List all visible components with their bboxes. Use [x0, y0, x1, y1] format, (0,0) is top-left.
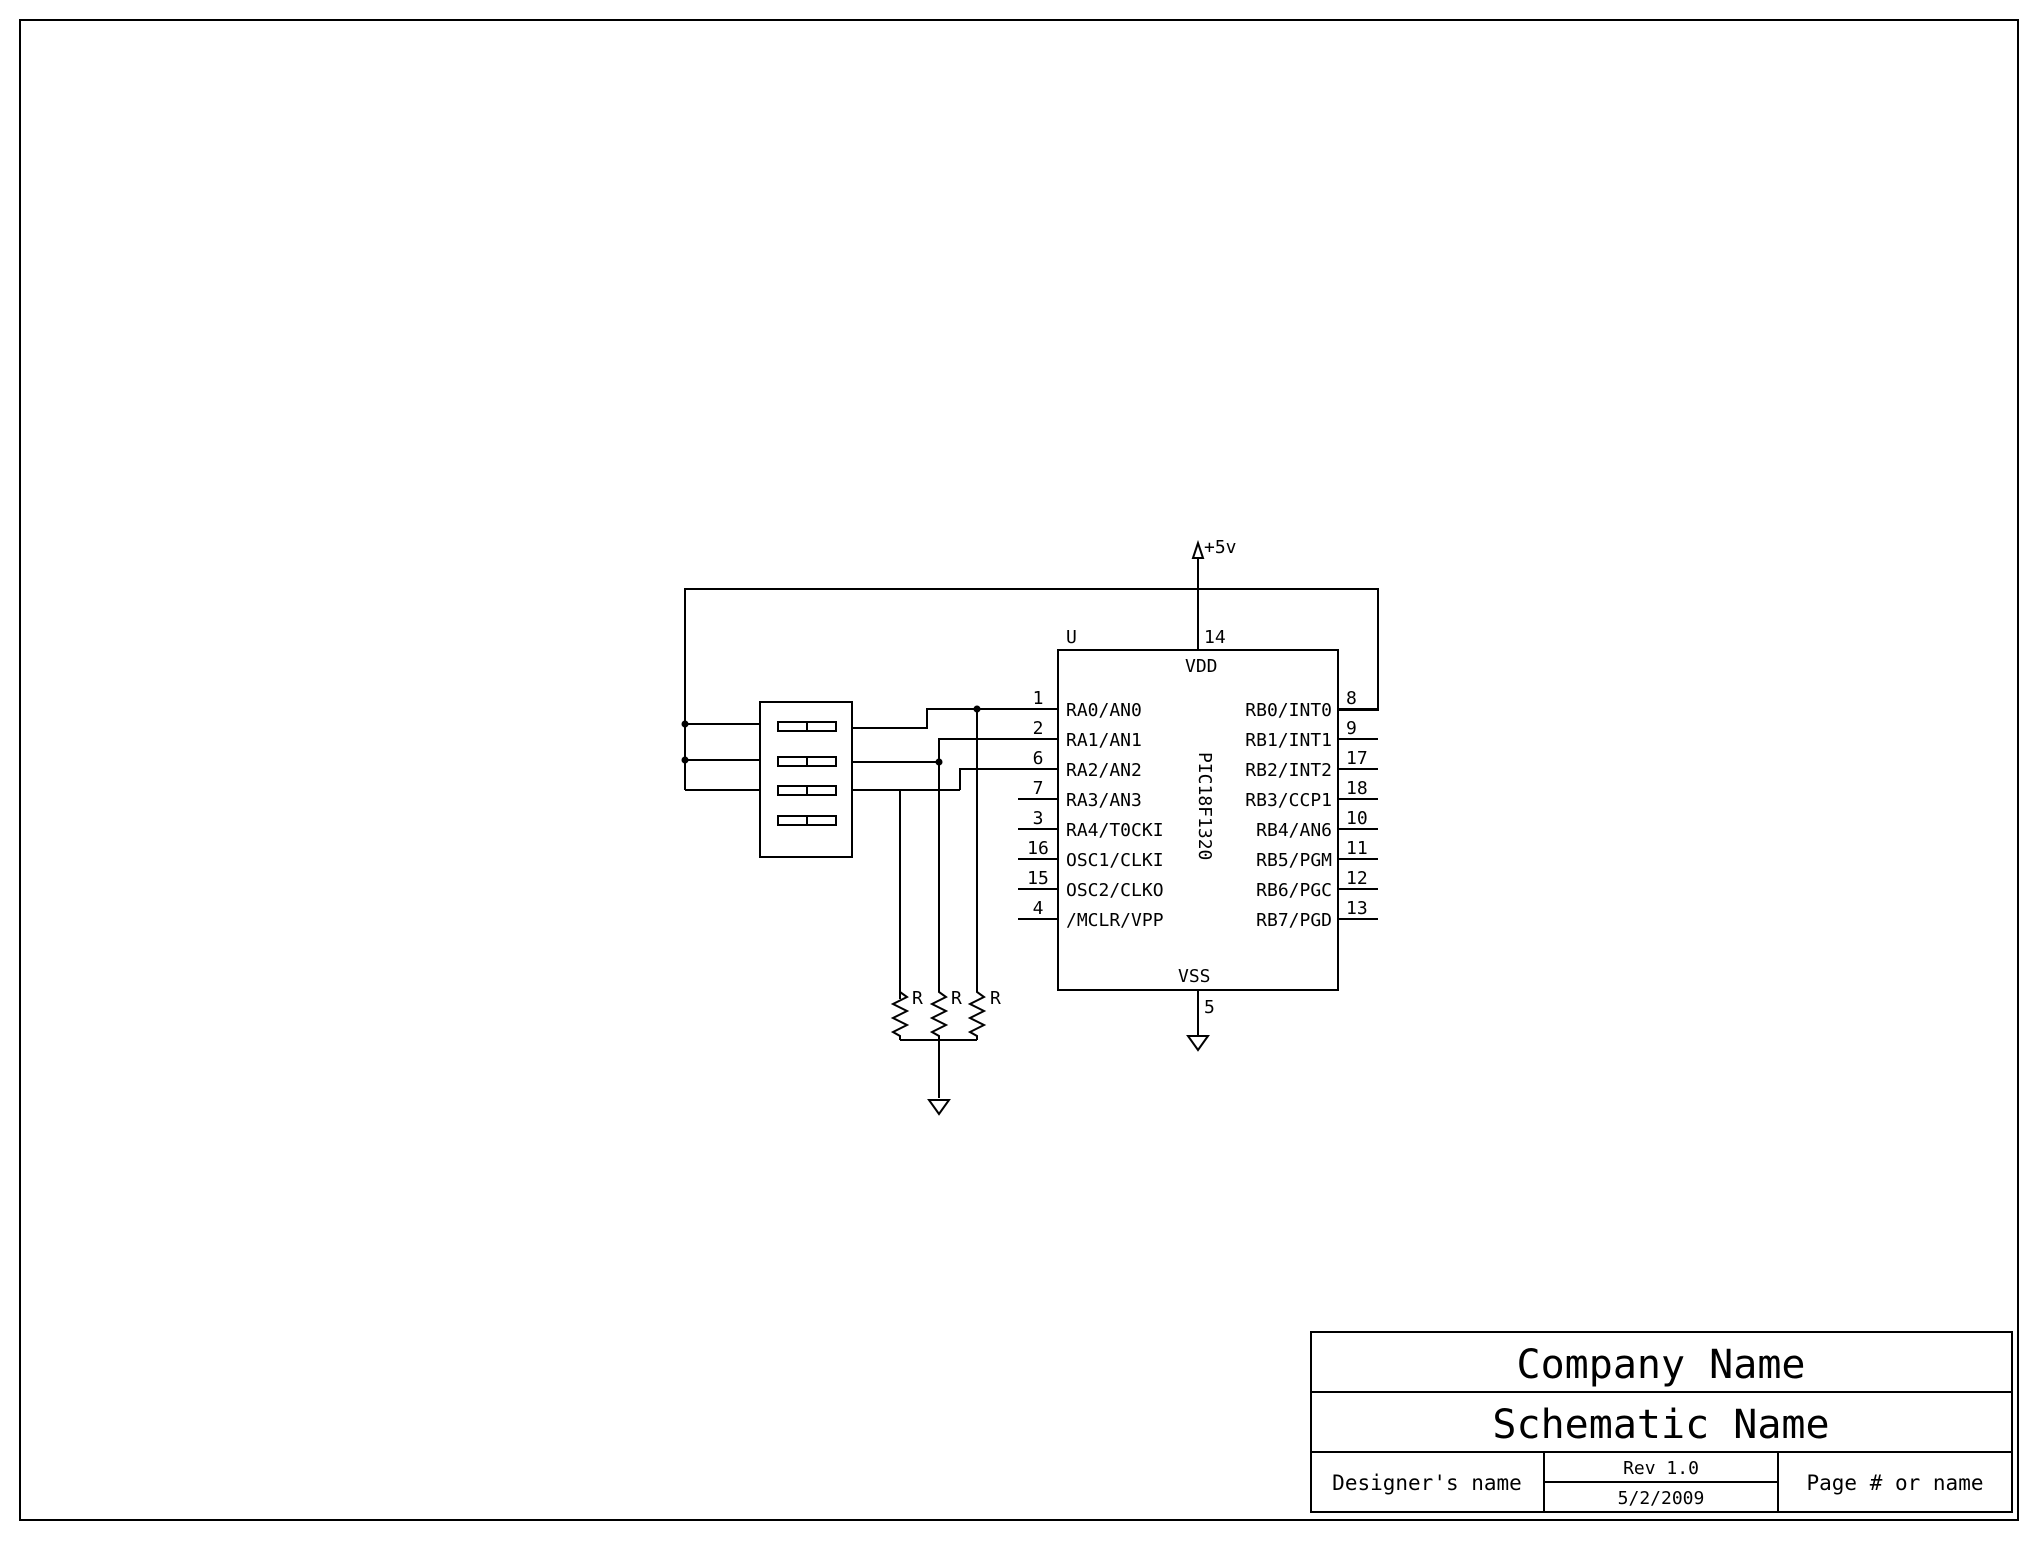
left-pin-label-0: RA0/AN0: [1066, 700, 1142, 721]
resistors: R R R: [890, 986, 1001, 1040]
supply-label: +5v: [1204, 537, 1237, 558]
wire-rb0-loop: [684, 588, 1379, 790]
resistor-ground-symbol: [927, 1099, 951, 1116]
schematic-name: Schematic Name: [1492, 1402, 1829, 1448]
left-pin-label-3: RA3/AN3: [1066, 790, 1142, 811]
left-pin-label-5: OSC1/CLKI: [1066, 850, 1164, 871]
right-pin-number-7: 13: [1346, 898, 1368, 919]
date: 5/2/2009: [1618, 1488, 1705, 1509]
left-pin-label-7: /MCLR/VPP: [1066, 910, 1164, 931]
sheet-border: [19, 19, 2019, 1521]
right-pin-number-4: 10: [1346, 808, 1368, 829]
left-pin-number-0: 1: [1033, 688, 1044, 709]
title-block: Company Name Schematic Name Designer's n…: [1310, 1331, 2013, 1513]
junction-dot: [681, 720, 689, 728]
chip-part-name: PIC18F1320: [1194, 752, 1215, 860]
junction-dot: [681, 756, 689, 764]
left-pin-number-2: 6: [1033, 748, 1044, 769]
chip-vss-label: VSS: [1178, 966, 1211, 987]
right-pin-number-3: 18: [1346, 778, 1368, 799]
resistor-middle: R: [929, 986, 962, 1040]
wire-ra1: [852, 738, 1018, 763]
resistor-middle-zigzag: [929, 986, 949, 1040]
revision: Rev 1.0: [1623, 1458, 1699, 1479]
vss-ground-symbol: [1186, 1035, 1210, 1052]
right-pin-label-3: RB3/CCP1: [1245, 790, 1332, 811]
connector: [759, 701, 853, 858]
vdd-supply-arrow: [1191, 539, 1205, 559]
right-pin-number-6: 12: [1346, 868, 1368, 889]
vdd-pin-number: 14: [1204, 627, 1226, 648]
connector-body: [759, 701, 853, 858]
designer-name: Designer's name: [1332, 1471, 1522, 1495]
wire-ra2: [852, 789, 901, 999]
left-pin-label-2: RA2/AN2: [1066, 760, 1142, 781]
resistor-right-zigzag: [967, 986, 987, 1040]
left-pin-number-3: 7: [1033, 778, 1044, 799]
right-pin-label-6: RB6/PGC: [1256, 880, 1332, 901]
company-name: Company Name: [1517, 1342, 1806, 1388]
right-pin-number-0: 8: [1346, 688, 1357, 709]
left-pin-number-6: 15: [1027, 868, 1049, 889]
wires: [684, 588, 1379, 1116]
right-pin-label-0: RB0/INT0: [1245, 700, 1332, 721]
wire-ra0: [852, 708, 1018, 729]
left-pin-number-7: 4: [1033, 898, 1044, 919]
left-pin-number-1: 2: [1033, 718, 1044, 739]
left-pin-number-4: 3: [1033, 808, 1044, 829]
right-pin-number-2: 17: [1346, 748, 1368, 769]
resistor-middle-label: R: [951, 988, 962, 1009]
right-pin-number-1: 9: [1346, 718, 1357, 739]
resistor-left: R: [890, 986, 923, 1040]
left-pin-label-4: RA4/T0CKI: [1066, 820, 1164, 841]
resistor-left-zigzag: [890, 991, 910, 1040]
microcontroller: U VDD VSS PIC18F1320 14 +5v 5 1RA0/AN02R…: [1018, 537, 1378, 1052]
resistor-left-label: R: [912, 988, 923, 1009]
junctions: [681, 705, 981, 766]
left-pin-number-5: 16: [1027, 838, 1049, 859]
chip-vdd-label: VDD: [1185, 656, 1218, 677]
right-pin-label-4: RB4/AN6: [1256, 820, 1332, 841]
page-name: Page # or name: [1806, 1471, 1983, 1495]
wire-ra2-chip: [959, 768, 1018, 790]
vss-pin-number: 5: [1204, 997, 1215, 1018]
junction-dot: [973, 705, 981, 713]
right-pin-label-2: RB2/INT2: [1245, 760, 1332, 781]
right-pin-label-1: RB1/INT1: [1245, 730, 1332, 751]
chip-designator: U: [1066, 627, 1077, 648]
right-pin-number-5: 11: [1346, 838, 1368, 859]
resistor-right: R: [967, 986, 1001, 1040]
resistor-right-label: R: [990, 988, 1001, 1009]
left-pin-label-1: RA1/AN1: [1066, 730, 1142, 751]
title-block-frame: [1310, 1331, 2013, 1513]
left-pin-label-6: OSC2/CLKO: [1066, 880, 1164, 901]
right-pin-label-7: RB7/PGD: [1256, 910, 1332, 931]
junction-dot: [935, 758, 943, 766]
right-pin-label-5: RB5/PGM: [1256, 850, 1332, 871]
